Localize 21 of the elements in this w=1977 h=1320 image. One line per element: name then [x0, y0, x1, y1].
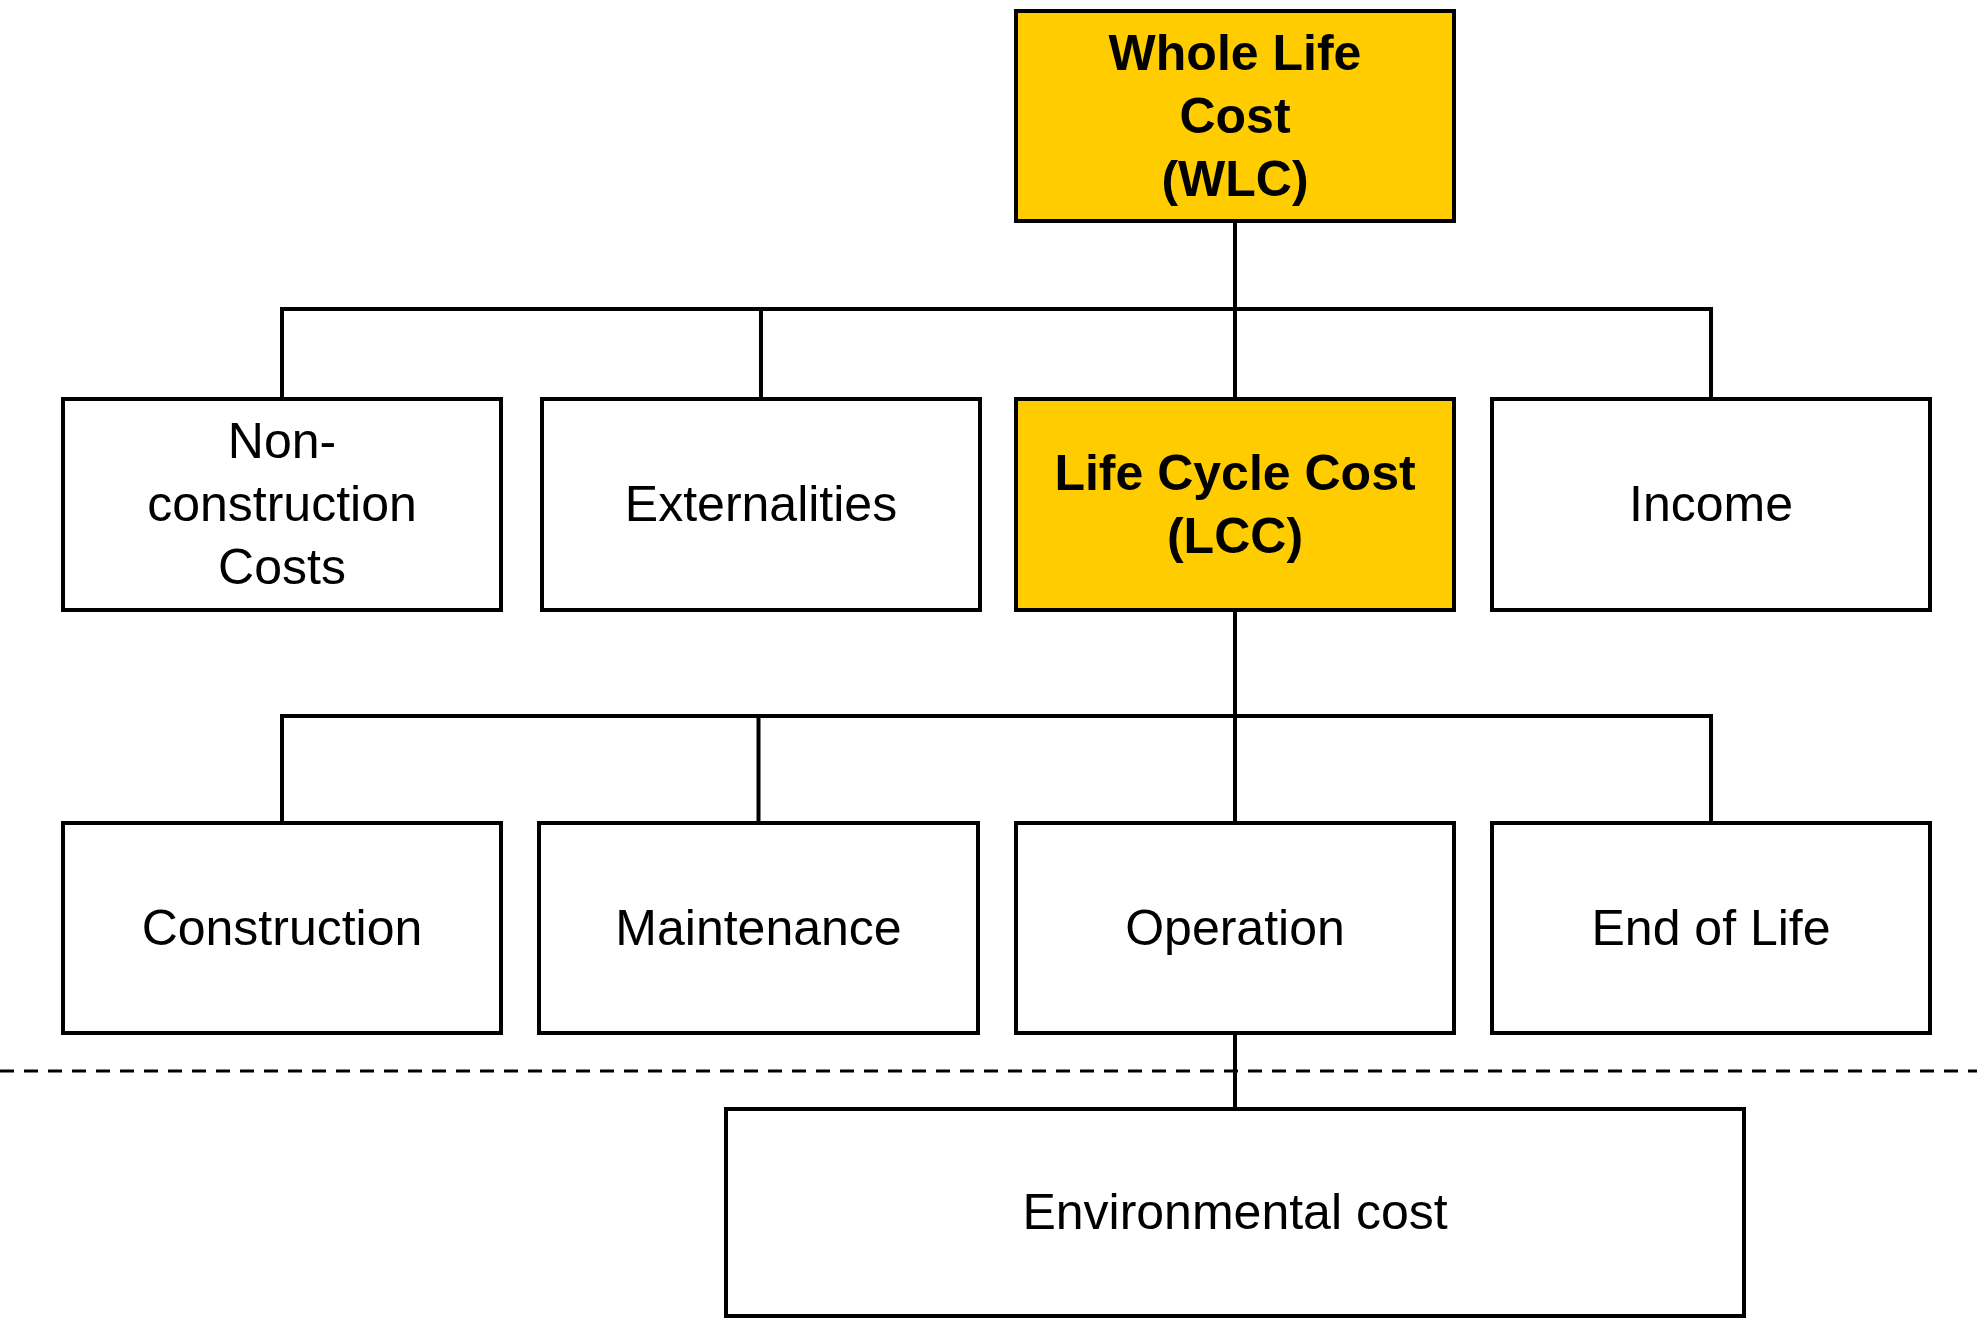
box-label: Life Cycle Cost (LCC): [1053, 443, 1417, 566]
box-label: Non-construction Costs: [146, 412, 418, 597]
box-label: Construction: [141, 898, 423, 958]
highlighted-box: [1014, 397, 1456, 612]
cost-box: [1490, 397, 1932, 612]
connector-line: [1233, 1035, 1237, 1107]
highlighted-box: [1014, 9, 1456, 223]
cost-box: [537, 821, 980, 1035]
cost-box: [540, 397, 982, 612]
box-label: Whole Life Cost (WLC): [1108, 23, 1362, 209]
cost-box: [61, 821, 503, 1035]
box-label: Externalities: [624, 475, 898, 534]
box-label: Environmental cost: [1022, 1183, 1448, 1242]
box-label: Income: [1629, 475, 1793, 534]
cost-box: [1014, 821, 1456, 1035]
cost-box: [724, 1107, 1746, 1318]
box-label: Maintenance: [615, 898, 902, 958]
box-label: Operation: [1125, 898, 1345, 958]
cost-box: [1490, 821, 1932, 1035]
box-label: End of Life: [1591, 898, 1831, 958]
cost-box: [61, 397, 503, 612]
